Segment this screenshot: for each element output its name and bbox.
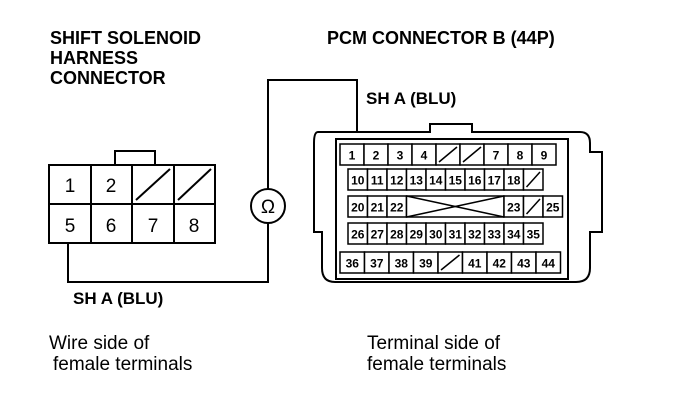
pcm-terminal — [522, 222, 544, 245]
harness-connector: 1 2 5 6 7 8 — [48, 150, 216, 244]
pcm-blank-cross — [406, 195, 505, 218]
wire-label-bottom: SH A (BLU) — [73, 289, 163, 308]
harness-caption-line1: Wire side of — [49, 333, 150, 354]
pcm-pin-label: 22 — [390, 201, 404, 215]
pcm-pin-label: 31 — [449, 228, 463, 242]
pcm-blank-slash — [438, 146, 458, 163]
ohm-symbol: Ω — [261, 197, 275, 218]
pcm-pin-label: 10 — [351, 174, 365, 188]
pcm-caption-line2: female terminals — [367, 354, 506, 375]
pcm-pin-label: 1 — [349, 149, 356, 163]
wire-label-top: SH A (BLU) — [366, 89, 456, 108]
pcm-pin-label: 2 — [373, 149, 380, 163]
pcm-pin-label: 25 — [546, 201, 560, 215]
pcm-pin-label: 30 — [429, 228, 443, 242]
pcm-pin-label: 11 — [371, 174, 384, 188]
harness-pin: 1 — [65, 176, 76, 197]
harness-pin: 2 — [106, 176, 117, 197]
pcm-terminal — [535, 251, 562, 274]
pcm-pin-label: 29 — [410, 228, 424, 242]
wire-top — [267, 79, 358, 190]
harness-title-line2: HARNESS — [50, 48, 138, 68]
pcm-pin-label: 36 — [346, 257, 360, 271]
pcm-pin-label: 14 — [429, 174, 443, 188]
pcm-pin-label: 17 — [488, 174, 502, 188]
harness-latch — [114, 150, 156, 167]
pcm-blank-slash — [462, 146, 482, 163]
pcm-pin-label: 16 — [468, 174, 482, 188]
pcm-blank-slash — [525, 171, 541, 188]
pcm-blank-slash — [525, 198, 541, 215]
pcm-pin-label: 18 — [507, 174, 521, 188]
pcm-pin-label: 7 — [493, 149, 500, 163]
pcm-pin-label: 9 — [541, 149, 548, 163]
pcm-pin-label: 27 — [371, 228, 385, 242]
pcm-pin-label: 12 — [390, 174, 404, 188]
pcm-pin-label: 21 — [371, 201, 385, 215]
pcm-pin-label: 28 — [390, 228, 404, 242]
ohmmeter-icon: Ω — [250, 188, 286, 224]
pcm-pin-label: 23 — [507, 201, 521, 215]
pcm-pin-label: 35 — [527, 228, 541, 242]
pcm-blank-slash — [440, 254, 460, 271]
wire-bottom — [67, 222, 269, 283]
harness-title-line1: SHIFT SOLENOID — [50, 28, 201, 48]
pcm-terminal — [531, 143, 557, 166]
pcm-caption-line1: Terminal side of — [367, 333, 501, 354]
pcm-pin-label: 38 — [395, 257, 409, 271]
pcm-pin-label: 43 — [517, 257, 531, 271]
pcm-pin-label: 42 — [493, 257, 507, 271]
harness-pin: 7 — [148, 216, 159, 237]
pcm-title: PCM CONNECTOR B (44P) — [327, 28, 555, 48]
pcm-pin-label: 8 — [517, 149, 524, 163]
pcm-pin-label: 13 — [410, 174, 424, 188]
pcm-pin-label: 34 — [507, 228, 521, 242]
pcm-pin-label: 15 — [449, 174, 463, 188]
pcm-pin-label: 26 — [351, 228, 365, 242]
harness-pin: 8 — [189, 216, 200, 237]
harness-pin: 6 — [106, 216, 117, 237]
harness-pin: 5 — [65, 216, 76, 237]
pcm-pin-label: 33 — [488, 228, 502, 242]
harness-caption-line2: female terminals — [53, 354, 192, 375]
pcm-pin-label: 3 — [397, 149, 404, 163]
pcm-terminal — [542, 195, 564, 218]
pcm-pin-label: 32 — [468, 228, 482, 242]
pcm-pin-label: 41 — [468, 257, 482, 271]
harness-title-line3: CONNECTOR — [50, 68, 166, 88]
pcm-pin-label: 4 — [421, 149, 428, 163]
pcm-pin-label: 37 — [370, 257, 384, 271]
pcm-pin-label: 39 — [419, 257, 433, 271]
pcm-pin-label: 44 — [542, 257, 556, 271]
pcm-pin-label: 20 — [351, 201, 365, 215]
